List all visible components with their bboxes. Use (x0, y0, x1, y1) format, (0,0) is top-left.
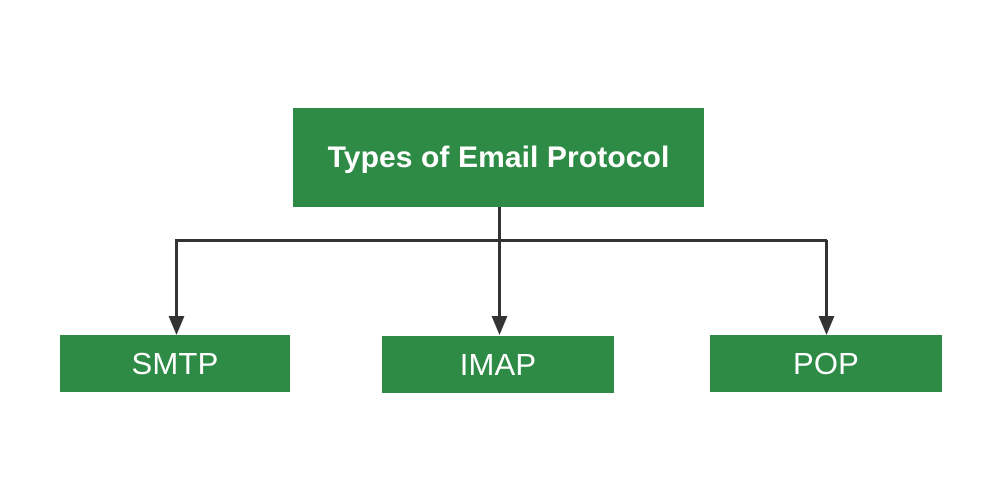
arrowhead-smtp-icon (168, 316, 185, 335)
arrowhead-imap-icon (491, 316, 508, 335)
node-child-pop-label: POP (792, 346, 860, 381)
node-child-imap[interactable]: IMAP (382, 336, 614, 393)
node-child-imap-label: IMAP (459, 347, 537, 382)
node-root-label: Types of Email Protocol (327, 140, 670, 174)
node-child-smtp-label: SMTP (131, 346, 219, 381)
node-root-types-of-email-protocol[interactable]: Types of Email Protocol (293, 108, 704, 207)
node-child-pop[interactable]: POP (710, 335, 942, 392)
node-child-smtp[interactable]: SMTP (60, 335, 290, 392)
arrowhead-pop-icon (818, 316, 835, 335)
